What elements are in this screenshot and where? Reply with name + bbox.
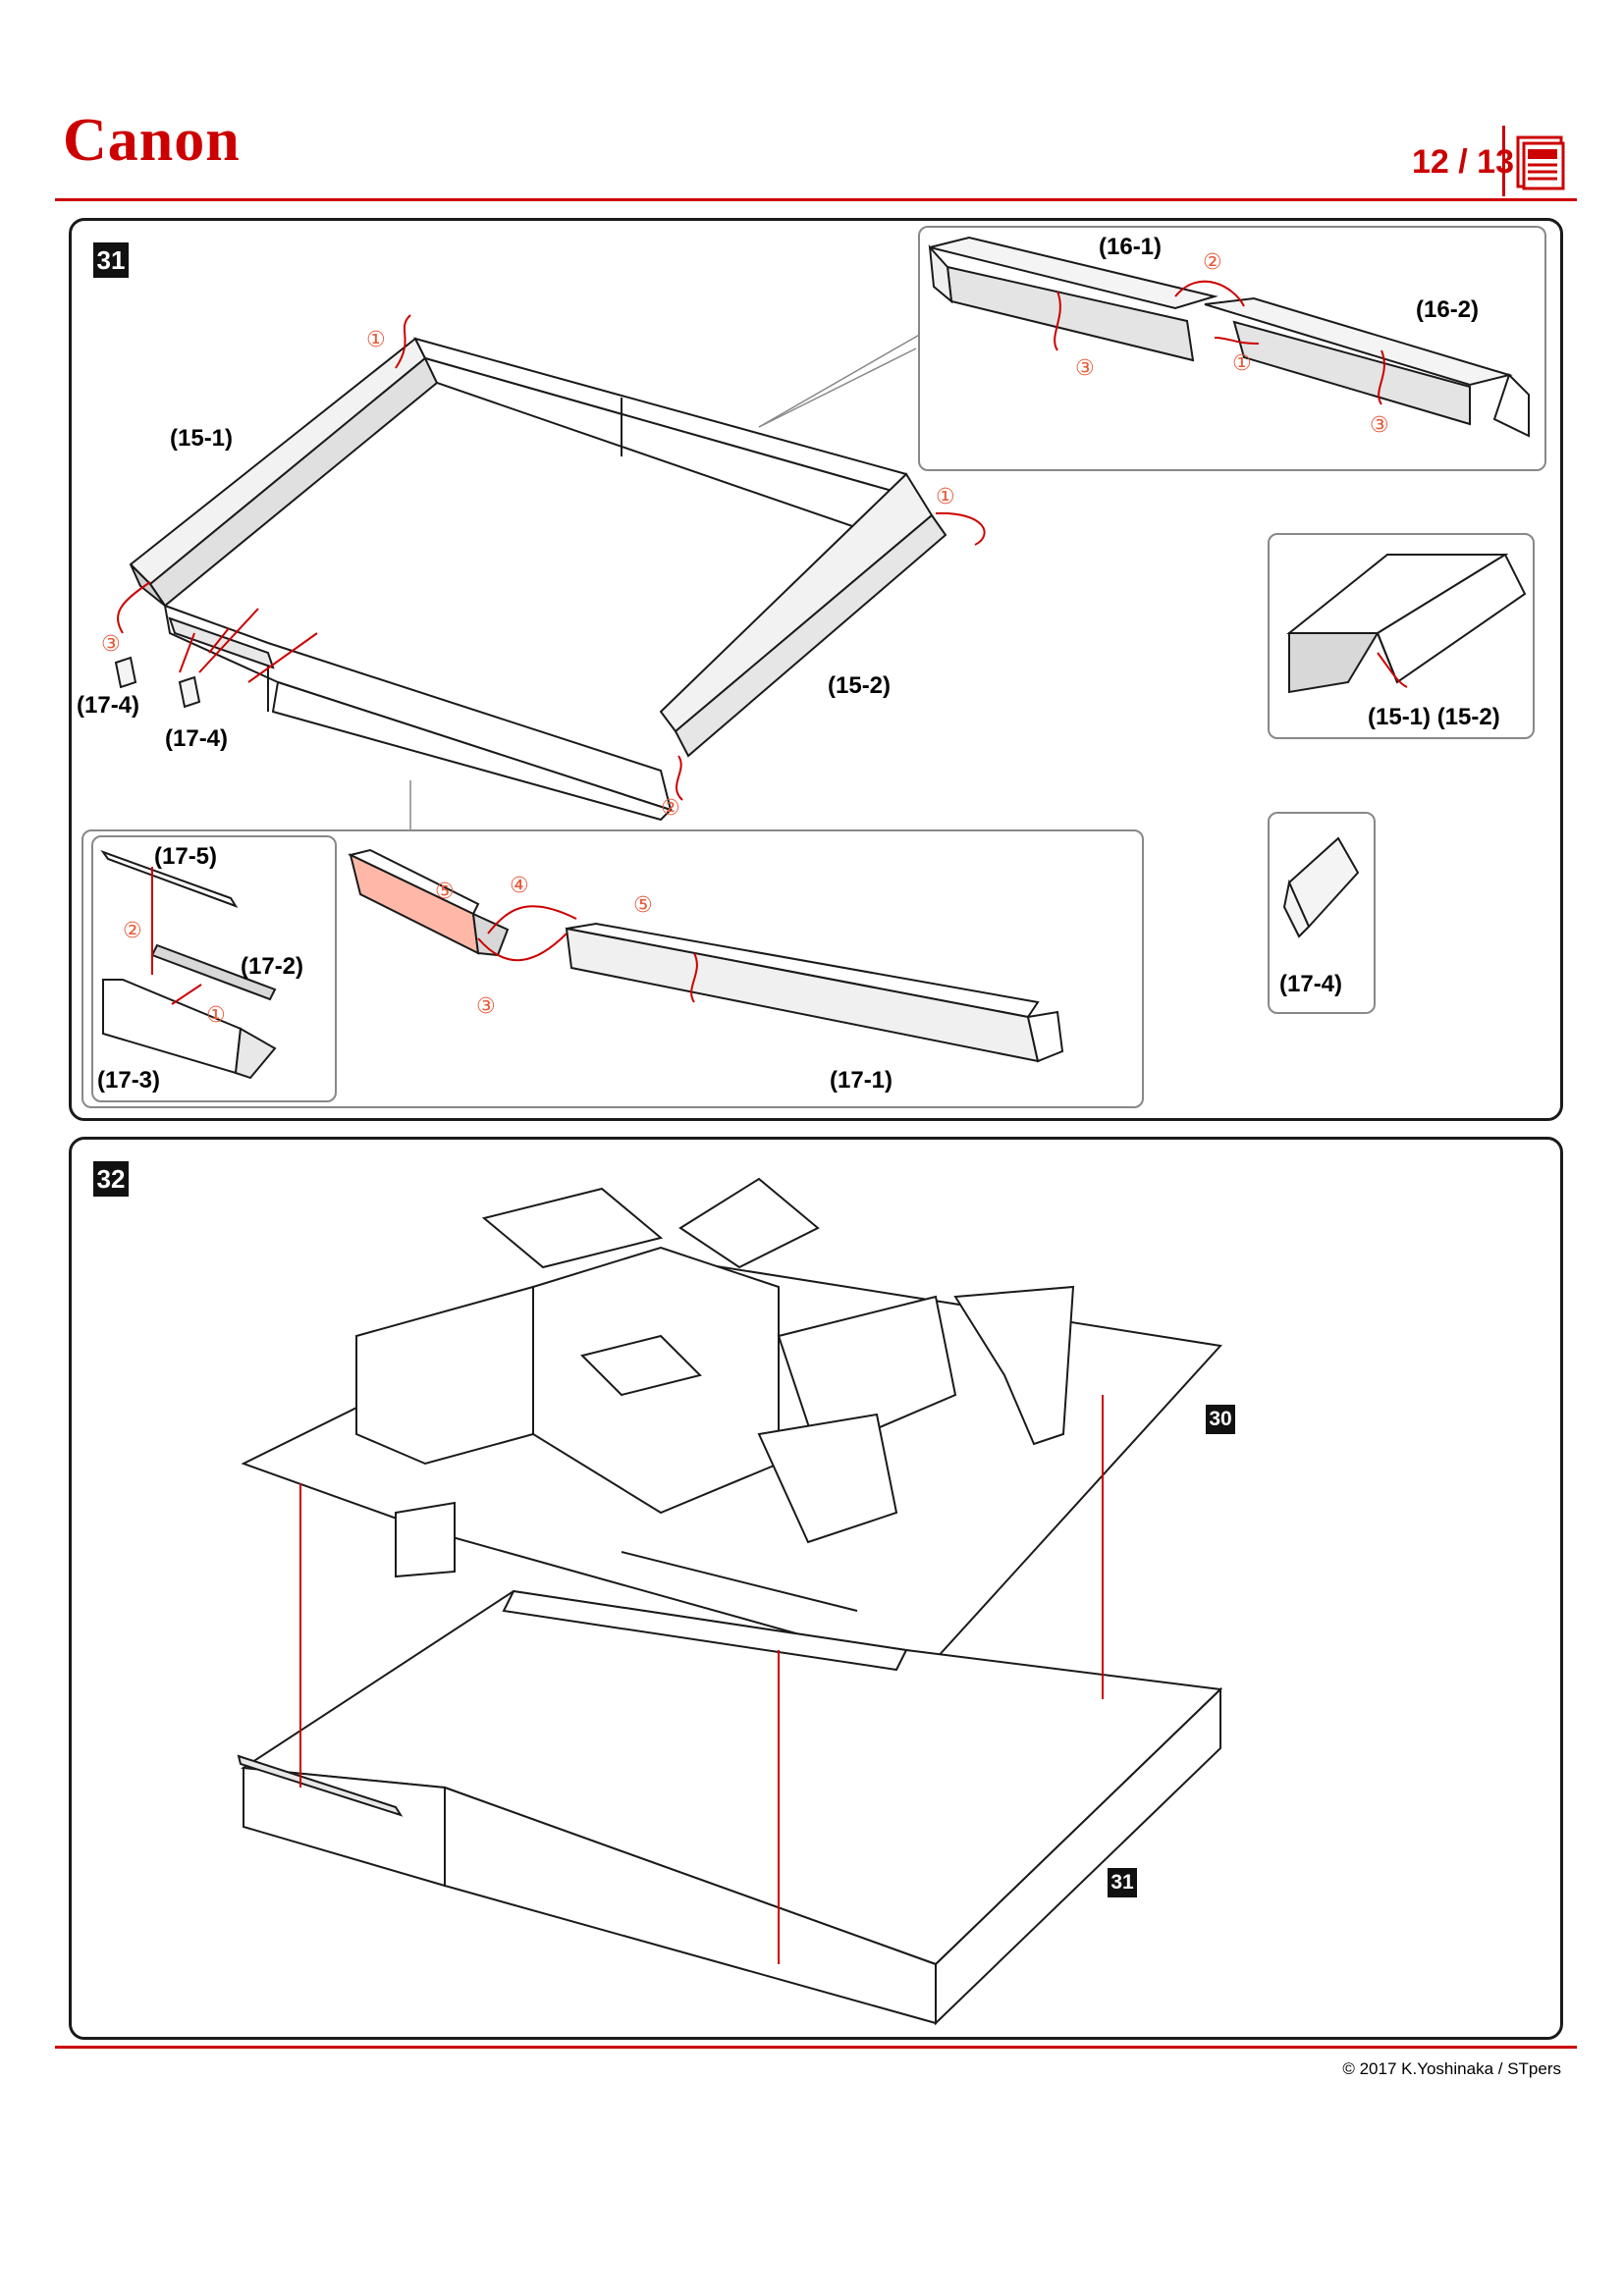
label-17-4-b: (17-4): [165, 725, 229, 752]
wall-frame-diagram: [114, 313, 986, 860]
mark-1-right: ①: [936, 484, 955, 508]
inset-17-small-mark-2: ②: [123, 918, 142, 942]
label-15-pair: (15-1) (15-2): [1368, 704, 1500, 730]
ref-30-badge: 30: [1206, 1405, 1235, 1434]
inset-17-mark-3: ③: [476, 993, 496, 1018]
label-17-1: (17-1): [830, 1067, 893, 1094]
inset-17-4-diagram: [1282, 836, 1360, 938]
inset-17: (17-5) (17-2) (17-3) ② ① ⑤ ④ ⑤ ③: [81, 829, 1144, 1108]
copyright-text: © 2017 K.Yoshinaka / STpers: [1342, 2059, 1561, 2078]
inset-16-mark-3a: ③: [1075, 355, 1095, 380]
step-32-badge: 32: [93, 1161, 129, 1197]
label-15-1: (15-1): [170, 425, 234, 452]
canon-logo: Canon: [63, 107, 241, 174]
inset-17-small-diagram: [100, 849, 277, 1080]
document-icon[interactable]: [1516, 135, 1567, 190]
label-17-2: (17-2): [241, 953, 304, 980]
ref-31-badge: 31: [1108, 1868, 1137, 1897]
page-header: Canon 12 / 13: [0, 0, 1624, 206]
inset-16-mark-2: ②: [1203, 249, 1222, 274]
label-16-1: (16-1): [1099, 234, 1163, 260]
inset-16-diagram: [928, 236, 1530, 438]
header-separator: [1502, 126, 1505, 196]
inset-17-small: (17-5) (17-2) (17-3) ② ①: [91, 835, 337, 1102]
step-31-panel: 31: [69, 218, 1563, 1121]
label-17-3: (17-3): [97, 1067, 161, 1094]
header-rule: [55, 198, 1577, 201]
label-17-4-inset: (17-4): [1279, 971, 1343, 997]
page-indicator: 12 / 13: [1412, 143, 1514, 181]
inset-17-small-mark-1: ①: [206, 1002, 226, 1027]
castle-assembly-diagram: [237, 1177, 1223, 2026]
inset-17-main-diagram: [348, 848, 1064, 1063]
inset-corner-diagram: [1286, 553, 1527, 694]
footer-rule: [55, 2046, 1577, 2049]
label-15-2: (15-2): [828, 672, 892, 699]
inset-17-mark-5a: ⑤: [435, 879, 455, 903]
inset-corner: (15-1) (15-2): [1268, 533, 1535, 739]
inset-16-mark-1: ①: [1232, 350, 1252, 375]
inset-16-mark-3b: ③: [1370, 412, 1389, 437]
step-31-badge: 31: [93, 242, 129, 278]
step-32-panel: 32 30 3: [69, 1137, 1563, 2040]
inset-16: (16-1) (16-2) ② ③ ① ③: [918, 226, 1546, 471]
label-17-4-a: (17-4): [77, 692, 140, 719]
inset-17-4: (17-4): [1268, 812, 1376, 1014]
label-16-2: (16-2): [1416, 296, 1480, 323]
label-17-5: (17-5): [154, 843, 218, 870]
inset-17-mark-5b: ⑤: [633, 892, 653, 917]
inset-17-mark-4: ④: [510, 873, 529, 897]
mark-3-left: ③: [101, 631, 121, 656]
mark-1-topleft: ①: [366, 327, 386, 351]
mark-2-bottom: ②: [661, 795, 680, 820]
